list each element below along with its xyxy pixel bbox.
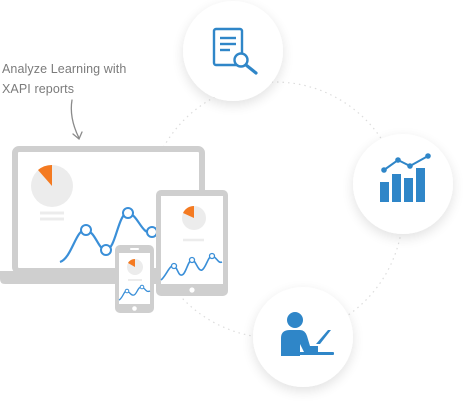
document-search-icon xyxy=(212,27,258,75)
laptop-pie-chart xyxy=(31,164,73,207)
phone-line-chart xyxy=(118,284,151,301)
caption-line-1: Analyze Learning with xyxy=(2,62,127,76)
tablet-device xyxy=(156,190,228,296)
caption-line-2: XAPI reports xyxy=(2,82,75,96)
user-laptop-badge xyxy=(253,287,353,387)
user-at-laptop-icon xyxy=(281,312,334,356)
caption-text: Analyze Learning with XAPI reports xyxy=(2,59,152,99)
tablet-line-chart xyxy=(160,252,223,281)
phone-pie-chart xyxy=(127,258,143,275)
phone-device xyxy=(115,245,154,313)
bar-chart-trend-icon xyxy=(380,153,431,202)
document-search-badge xyxy=(183,1,283,101)
tablet-pie-chart xyxy=(182,205,206,230)
bar-chart-trend-badge xyxy=(353,134,453,234)
curved-down-arrow-icon xyxy=(70,99,83,141)
